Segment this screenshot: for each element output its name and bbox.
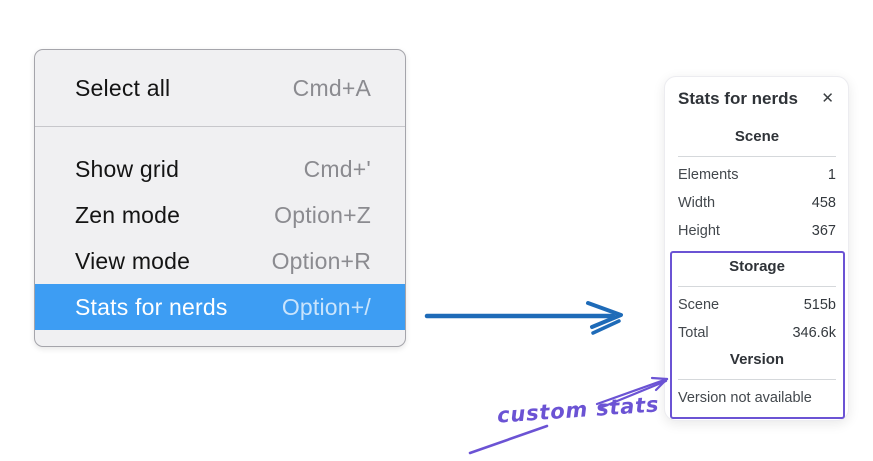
- stat-value: 346.6k: [792, 325, 836, 341]
- section-header-version: Version: [729, 351, 785, 368]
- menu-item-show-grid[interactable]: Show grid Cmd+': [35, 146, 405, 192]
- context-menu: Select all Cmd+A Show grid Cmd+' Zen mod…: [34, 49, 406, 347]
- scene-rows: Elements 1 Width 458 Height 367: [678, 161, 836, 245]
- menu-item-label: Show grid: [75, 155, 180, 182]
- stat-label: Height: [678, 223, 720, 239]
- stat-row-width: Width 458: [678, 189, 836, 217]
- stat-row-scene-storage: Scene 515b: [678, 291, 836, 319]
- storage-highlight-box: Storage Scene 515b Total 346.6k Version …: [670, 251, 845, 419]
- menu-item-zen-mode[interactable]: Zen mode Option+Z: [35, 192, 405, 238]
- section-header-storage: Storage: [729, 258, 785, 275]
- close-icon[interactable]: ✕: [821, 90, 834, 107]
- menu-item-view-mode[interactable]: View mode Option+R: [35, 238, 405, 284]
- stat-row-height: Height 367: [678, 217, 836, 245]
- menu-item-shortcut: Option+R: [271, 247, 371, 274]
- menu-item-stats-for-nerds[interactable]: Stats for nerds Option+/: [35, 284, 405, 330]
- menu-separator: [35, 126, 405, 127]
- annotation-arrow: [468, 376, 669, 455]
- menu-item-label: Select all: [75, 74, 171, 101]
- storage-rows: Scene 515b Total 346.6k: [678, 291, 836, 347]
- stats-panel-header: Stats for nerds ✕: [678, 89, 836, 109]
- menu-item-shortcut: Cmd+A: [292, 74, 371, 101]
- section-header-scene: Scene: [734, 128, 780, 145]
- menu-item-shortcut: Option+/: [281, 293, 371, 320]
- stat-value: 458: [811, 195, 836, 211]
- stat-label: Elements: [678, 167, 739, 183]
- flow-arrow: [424, 301, 623, 335]
- divider: [678, 156, 836, 157]
- menu-item-shortcut: Option+Z: [274, 201, 371, 228]
- stat-label: Total: [678, 325, 709, 341]
- stats-panel: Stats for nerds ✕ Scene Elements 1 Width…: [664, 76, 849, 421]
- stat-row-total-storage: Total 346.6k: [678, 319, 836, 347]
- version-note: Version not available: [678, 390, 812, 406]
- menu-item-shortcut: Cmd+': [303, 155, 371, 182]
- menu-item-select-all[interactable]: Select all Cmd+A: [35, 50, 405, 126]
- stat-value: 1: [827, 167, 836, 183]
- menu-group: Show grid Cmd+' Zen mode Option+Z View m…: [35, 127, 405, 330]
- menu-item-label: Zen mode: [75, 201, 181, 228]
- stat-label: Scene: [678, 297, 720, 313]
- stat-value: 367: [811, 223, 836, 239]
- panel-title: Stats for nerds: [678, 89, 798, 108]
- divider: [678, 379, 836, 380]
- menu-item-label: Stats for nerds: [75, 293, 228, 320]
- menu-item-label: View mode: [75, 247, 191, 274]
- stat-label: Width: [678, 195, 716, 211]
- stat-value: 515b: [803, 297, 836, 313]
- stat-row-elements: Elements 1: [678, 161, 836, 189]
- divider: [678, 286, 836, 287]
